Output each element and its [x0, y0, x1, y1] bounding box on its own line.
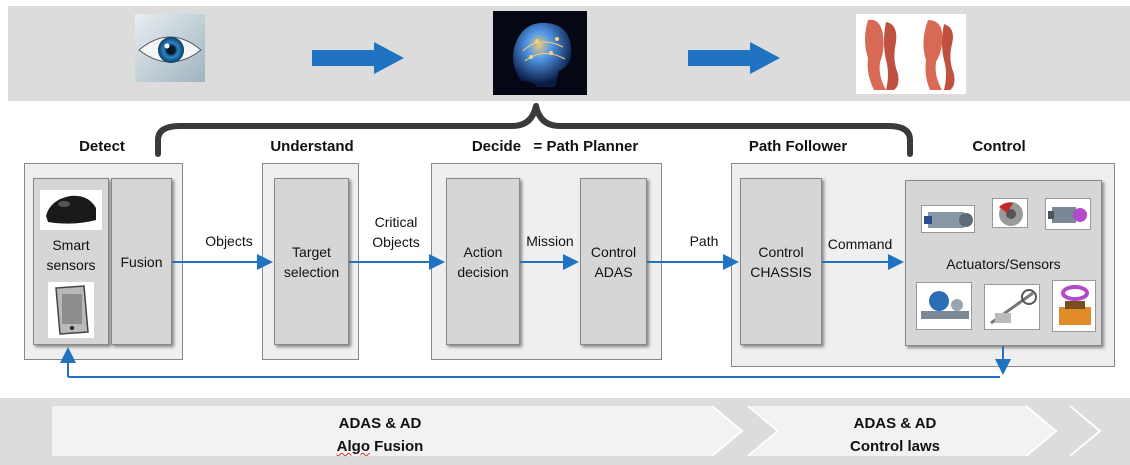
bottom-left-algo: Algo — [336, 438, 370, 455]
objects-label: Objects — [205, 233, 253, 249]
pump-actuator-icon — [921, 205, 975, 233]
bottom-left-line2: Algo Fusion — [300, 436, 460, 458]
eye-icon — [135, 14, 205, 82]
fusion-box: Fusion — [111, 178, 172, 345]
target-selection-label: Target selection — [283, 243, 340, 280]
control-adas-box: Control ADAS — [580, 178, 647, 345]
motor-actuator-icon — [1045, 198, 1091, 230]
steering-column-icon — [984, 284, 1040, 330]
bottom-right-line2: Control laws — [849, 438, 940, 455]
critical-objects-label: Critical Objects — [372, 214, 420, 250]
actuators-sensors-label: Actuators/Sensors — [946, 256, 1061, 272]
control-adas-label: Control ADAS — [590, 243, 637, 280]
bottom-left-fusion: Fusion — [374, 438, 424, 455]
camera-module-icon — [48, 282, 94, 338]
smart-sensors-label: Smart sensors — [46, 237, 96, 273]
mission-label: Mission — [526, 233, 574, 249]
stage-decide: Decide = Path Planner — [471, 138, 639, 155]
target-selection-box: Target selection — [274, 178, 349, 345]
action-decision-box: Action decision — [446, 178, 520, 345]
fusion-label: Fusion — [120, 253, 163, 270]
stage-control: Control — [972, 138, 1026, 155]
stage-detect: Detect — [79, 138, 125, 155]
bottom-right-line1: ADAS & AD — [853, 415, 937, 432]
pedal-module-icon — [1052, 280, 1096, 332]
bottom-chevrons — [52, 405, 1102, 457]
path-label: Path — [689, 233, 719, 249]
legs-icon — [856, 14, 966, 94]
radar-sensor-icon — [40, 190, 102, 230]
right-arrow-icon — [688, 42, 780, 74]
grouping-brace — [155, 103, 913, 157]
brake-disc-icon — [992, 198, 1028, 228]
action-decision-label: Action decision — [457, 243, 509, 280]
steering-actuator-icon — [916, 282, 972, 330]
stage-path-follower: Path Follower — [748, 138, 848, 155]
command-label: Command — [827, 236, 893, 252]
control-chassis-box: Control CHASSIS — [740, 178, 822, 345]
bottom-left-line1: ADAS & AD — [338, 415, 422, 432]
control-chassis-label: Control CHASSIS — [750, 243, 812, 280]
right-arrow-icon — [312, 42, 404, 74]
stage-understand: Understand — [270, 138, 354, 155]
brain-icon — [493, 11, 587, 95]
